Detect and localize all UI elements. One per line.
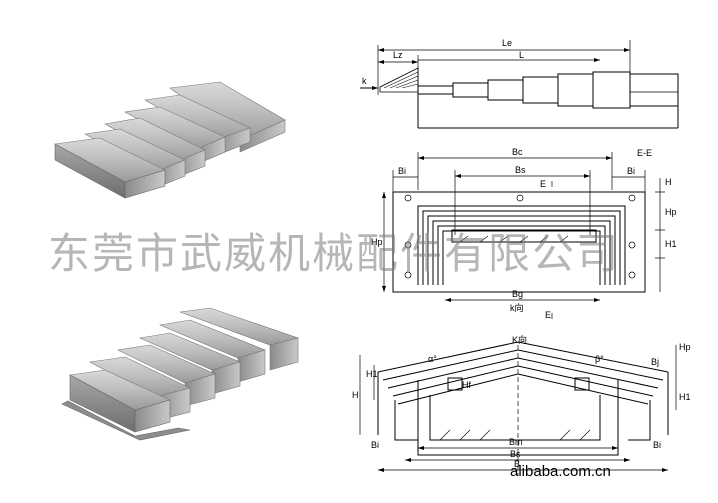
label-e-bottom: E	[545, 310, 551, 320]
label-bm: Bm	[509, 437, 523, 447]
side-view-diagram	[360, 40, 679, 129]
label-h-mid: H	[665, 177, 672, 187]
label-h1-right: H1	[679, 392, 691, 402]
label-k-dir-bottom: K向	[512, 334, 527, 345]
label-h1-mid: H1	[665, 239, 677, 249]
label-bi-bottom-right: Bi	[653, 440, 661, 450]
label-hf: Hf	[462, 380, 471, 390]
label-bi-right: Bi	[627, 166, 635, 176]
label-l: L	[519, 50, 524, 60]
dimension-labels: Le Lz L k Bc E-E Bi Bi Bs E H Hp H1 Hp B…	[352, 38, 691, 469]
label-h1-left: H1	[366, 369, 378, 379]
label-hp-bottom: Hp	[679, 342, 691, 352]
label-bs-bottom: Bs	[510, 449, 521, 459]
label-bj: Bj	[651, 357, 659, 367]
label-bi-bottom-left: Bi	[371, 440, 379, 450]
cross-section-diagram	[382, 152, 665, 319]
alibaba-brand: alibaba.com.cn	[510, 463, 611, 480]
label-hp-right: Hp	[665, 207, 677, 217]
label-k: k	[362, 76, 367, 86]
label-e-top: E	[540, 179, 546, 189]
label-bc: Bc	[512, 147, 523, 157]
label-bi-left: Bi	[398, 166, 406, 176]
label-alpha: α°	[428, 354, 437, 364]
label-b: B	[514, 459, 520, 469]
label-bg: Bg	[512, 289, 523, 299]
label-bs-mid: Bs	[515, 165, 526, 175]
label-k-dir-mid: k向	[510, 302, 524, 313]
label-ee: E-E	[637, 148, 652, 158]
label-beta: β°	[595, 354, 604, 364]
label-h-bottom: H	[352, 390, 359, 400]
product-photo-bottom	[61, 307, 300, 441]
label-lz: Lz	[393, 50, 403, 60]
label-hp-left: Hp	[371, 237, 383, 247]
product-photo-top	[54, 81, 286, 199]
label-le: Le	[502, 38, 512, 48]
gable-section-diagram	[359, 341, 677, 475]
company-watermark: 东莞市武威机械配件有限公司	[48, 229, 620, 278]
